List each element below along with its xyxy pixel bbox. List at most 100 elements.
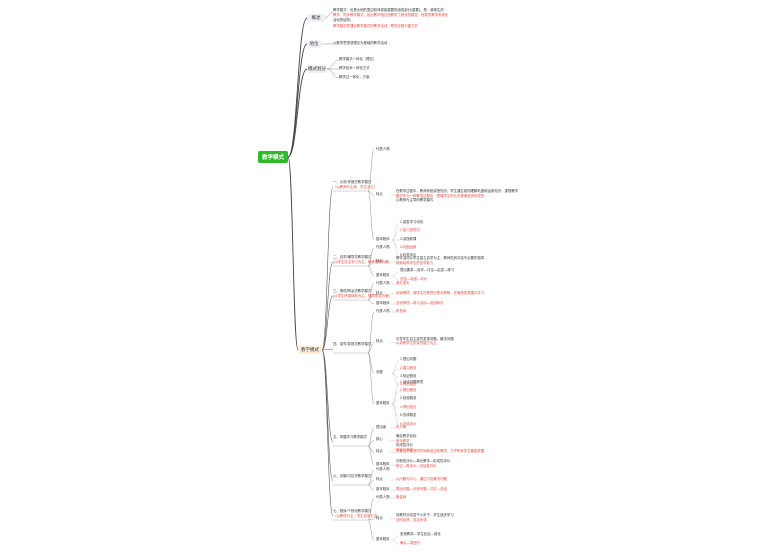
connector [391,373,400,387]
child-line: 形成性评价 [396,443,413,448]
child-item: 1.创设问题情境 [400,379,424,384]
child-line: 将教材分成若干小步子，学生逐步学习 [396,513,454,517]
section-title: 三、情境/陶冶式教学模式 [333,289,372,293]
node-gaishu[interactable]: 概述 [307,14,325,22]
connector [391,231,400,241]
connector [367,283,375,301]
connector [367,342,375,354]
connector [367,518,375,521]
connector [391,535,400,541]
connector [367,469,375,486]
connector [391,539,400,545]
child-item: 5.形成概念 [400,413,417,418]
connector [391,403,400,409]
child-label: 基本程序 [376,486,390,491]
child-value: 斯金纳 [396,494,407,499]
node-main[interactable]: 教学模式 [298,346,322,354]
connector [287,156,299,351]
connector [391,271,400,277]
node-diwei[interactable]: 地位 [307,40,321,48]
child-label: 代表人物 [376,308,390,313]
section-title: 一、示范/传授式教学模式 [333,180,372,184]
child-label: 基本程序 [376,300,390,305]
child-label: 核心 [376,436,383,441]
child-line: 及时反馈，自定步调 [396,517,427,522]
child-value: 提出问题—分析问题—讨论—总结 [396,486,447,491]
section-subtitle: (以学生情感体验为主，情境陶冶为辅) [333,294,390,298]
child-item: 确认—再进行 [400,540,421,545]
child-label: 特点 [376,339,383,344]
child-label: 基本程序 [376,536,390,541]
child-item: 3.检验假设 [400,396,417,401]
section-title: 四、探究/发现式教学模式 [333,342,372,346]
child-label: 特点 [376,476,383,481]
child-label: 特点 [376,290,383,295]
connector [321,186,334,351]
connector [367,479,375,486]
child-line: 模式作为一种教学过程中，遵循学生的认识规律逐步形成的 [396,193,485,198]
moshi-item-1: 教学模式一体化（理论） [339,57,377,61]
child-item: 呈现教材—学生反应—强化 [400,532,441,537]
child-line: 在教学过程中，教师系统讲授知识，学生通过感知理解巩固和运用知识，重视教学 [396,189,519,193]
section-title: 五、掌握学习教学模式 [333,435,367,439]
root-node[interactable]: 教学模式 [258,151,288,163]
child-line: 以教师为主导的教学模式 [396,198,434,202]
connector [391,223,400,241]
child-item: 2.复习旧知识 [400,228,420,233]
moshi-item-2: 教学技术一体化方式 [339,66,370,70]
connector [287,43,308,158]
connector [324,11,334,19]
child-label: 特点 [376,191,383,196]
child-label: 基本程序 [376,400,390,405]
child-item: 4.巩固运用 [400,244,417,249]
child-label: 流程 [376,369,383,374]
child-line: 以培养学生的探究能力为主 [396,341,437,346]
child-label: 特点 [376,258,383,263]
connector [367,352,375,405]
child-label: 代表人物 [376,244,390,249]
connector [321,349,334,482]
connector [391,399,400,405]
child-label: 代表人物 [376,466,390,471]
section-subtitle: （以教材为主，学生自学为主） [333,514,381,518]
child-label: 基本程序 [376,461,390,466]
connector [367,519,375,541]
connector [391,403,400,426]
child-item: 5.检查评价 [400,253,417,258]
child-item: 3.验证假设 [400,374,417,379]
connector [367,484,375,491]
child-label: 代表人物 [376,146,390,151]
child-label: 特点 [376,515,383,520]
connector [367,497,375,521]
child-label: 特点 [376,449,383,454]
connector [326,59,340,70]
node-moshi[interactable]: 模式划分 [307,65,327,73]
connector [321,295,334,351]
connector [367,190,375,241]
child-item: 1.提出问题 [400,357,417,362]
child-line: 单元教学 [396,438,410,443]
child-item: 2.提出假设 [400,387,417,392]
child-value: 布卢姆 [396,424,407,429]
section-subtitle: (以学生自主学习为主，教师指导为辅) [333,260,390,264]
child-item: 提出要求—自学—讨论—启发—练习 [400,268,455,273]
child-line: 教学活动以学生独立自学为主，教师在其中给予必要的指导 [396,256,485,260]
connector [321,348,334,351]
section-title: 六、问题/讨论式教学模式 [333,474,372,478]
child-item: 2.建立假设 [400,365,417,370]
connector [367,293,375,301]
connector [391,382,400,405]
gaishu-line-2: 教学、同步教学模式，给出教学相互信教学工程化的稳定，指导的教学系统化 [333,13,449,17]
connector [287,17,308,158]
child-item: 6.总结评价 [400,421,417,426]
child-label: 代表人物 [376,494,390,499]
gaishu-line-4: 教学模式是通过教学模式的教学活动，教学过程中建立的 [333,24,418,28]
connector [367,265,375,277]
connector [367,427,375,447]
connector [391,239,400,249]
connector [287,68,308,158]
connector [367,352,375,374]
child-value: 创设情境—参与活动—总结转化 [396,300,444,305]
